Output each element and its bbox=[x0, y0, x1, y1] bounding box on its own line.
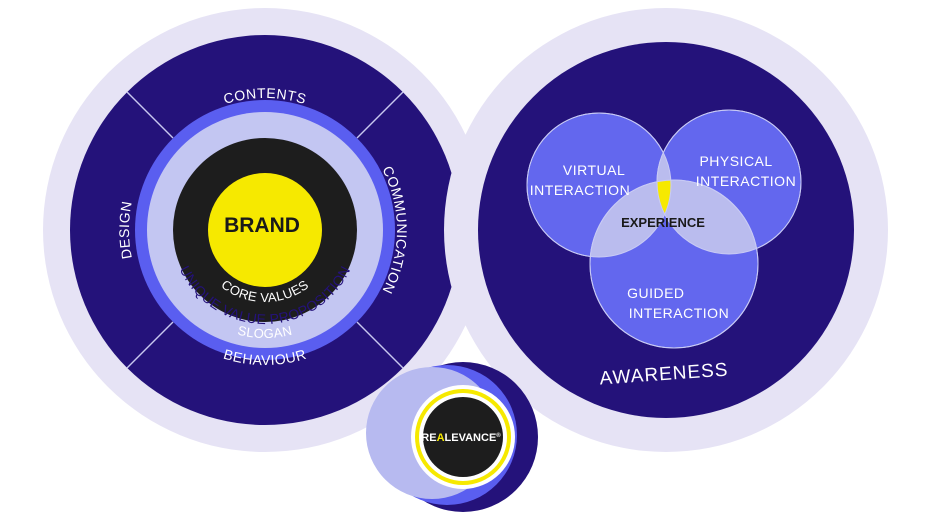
realevance-logo: REALEVANCE® bbox=[366, 362, 538, 512]
brand-core bbox=[208, 173, 322, 287]
brand-label: BRAND bbox=[224, 214, 300, 237]
experience-diagram: VIRTUAL INTERACTION PHYSICAL INTERACTION… bbox=[444, 8, 888, 452]
brand-diagram: CONTENTS COMMUNICATION BEHAVIOUR DESIGN … bbox=[43, 8, 487, 452]
slogan-label: SLOGAN bbox=[236, 323, 293, 341]
venn-outlines bbox=[526, 109, 802, 349]
outer-ring-dividers bbox=[126, 91, 404, 369]
guided-interaction-label: GUIDED INTERACTION bbox=[627, 285, 729, 321]
virtual-interaction-label: VIRTUAL INTERACTION bbox=[530, 162, 630, 198]
venn-overlaps bbox=[590, 113, 758, 257]
behaviour-label: BEHAVIOUR bbox=[222, 346, 308, 368]
contents-label: CONTENTS bbox=[222, 85, 309, 107]
logo-wordmark: REALEVANCE® bbox=[421, 432, 501, 444]
physical-interaction-label: PHYSICAL INTERACTION bbox=[696, 153, 796, 189]
design-label: DESIGN bbox=[116, 200, 135, 261]
experience-label: EXPERIENCE bbox=[621, 215, 705, 230]
